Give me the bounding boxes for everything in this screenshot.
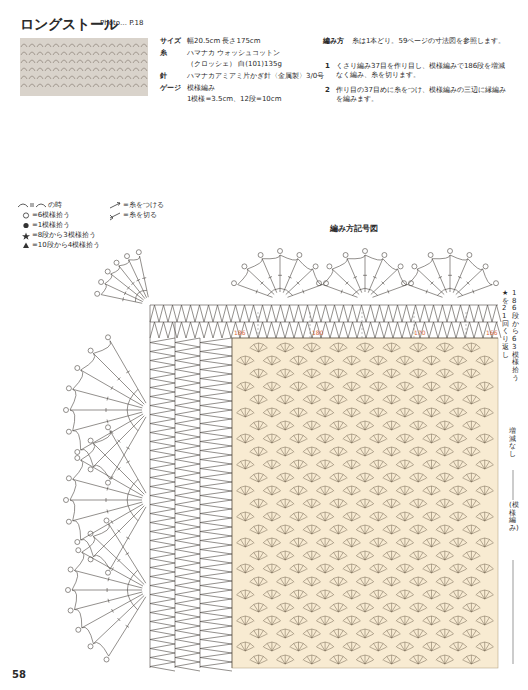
open-circle-symbol bbox=[23, 213, 28, 218]
page-number: 58 bbox=[12, 668, 26, 681]
spec-value: ハマナカ ウォッシュコットン bbox=[187, 49, 280, 58]
row-number: 180 bbox=[312, 329, 323, 337]
method-key: 編み方 bbox=[323, 37, 344, 46]
edging-stitches bbox=[64, 249, 502, 672]
legend-text: =10段から4模様拾う bbox=[32, 241, 100, 250]
step-text: くさり編み37目を作り目し、模様編みで186段を増減なく編み、糸を切ります。 bbox=[336, 62, 508, 80]
row-number: 166 bbox=[486, 329, 497, 337]
spec-value: ハマナカアミアミ片かぎ針〈金属製〉3/0号 bbox=[187, 72, 324, 81]
legend-text: の時 bbox=[48, 201, 62, 210]
chain-arc-symbol bbox=[18, 204, 46, 207]
bracket-line bbox=[513, 470, 514, 664]
yarn-cut-symbol bbox=[110, 213, 120, 220]
step-number: 1 bbox=[325, 62, 330, 71]
spec-key: ゲージ bbox=[160, 84, 181, 93]
spec-key: サイズ bbox=[160, 37, 181, 46]
star-symbol bbox=[22, 233, 30, 240]
pattern-area bbox=[232, 338, 498, 668]
step-number: 2 bbox=[325, 86, 330, 95]
chart-title: 編み方記号図 bbox=[330, 224, 378, 234]
stole-photo-texture bbox=[21, 44, 147, 87]
legend-text: =糸を切る bbox=[123, 211, 157, 220]
filled-circle-symbol bbox=[23, 223, 28, 228]
method-note: 糸は1本どり。59ページの寸法図を参照します。 bbox=[352, 37, 512, 46]
spec-value: （クロッシェ） 白(101)135g bbox=[187, 60, 282, 69]
spec-key: 糸 bbox=[160, 49, 167, 58]
legend-text: =8段から3模様拾う bbox=[32, 231, 96, 240]
spec-value: 幅20.5cm 長さ175cm bbox=[187, 37, 261, 46]
legend-text: =6模様拾う bbox=[32, 211, 70, 220]
repeat-note: 186段から63模様拾う bbox=[512, 290, 519, 382]
guide-lines bbox=[258, 312, 466, 338]
side-note: (模様編み) bbox=[509, 502, 516, 533]
spec-key: 針 bbox=[160, 72, 167, 81]
spec-value: 1模様=3.5cm、12段=10cm bbox=[187, 95, 281, 104]
spec-value: 模様編み bbox=[187, 84, 215, 93]
side-note: 増減なし bbox=[509, 428, 516, 459]
row-number: 186 bbox=[234, 329, 245, 337]
yarn-join-symbol bbox=[110, 203, 120, 209]
legend-text: =1模様拾う bbox=[32, 221, 70, 230]
photo-ref: Photo… P.18 bbox=[100, 19, 143, 28]
shell-stitches bbox=[236, 343, 493, 664]
stole-photo bbox=[20, 38, 148, 96]
step-text: 作り目の37目めに糸をつけ、模様編みの三辺に縁編みを編みます。 bbox=[336, 86, 508, 104]
triangle-symbol bbox=[23, 243, 29, 249]
row-number: 170 bbox=[414, 329, 425, 337]
repeat-note: ★を21回くり返し bbox=[502, 290, 509, 359]
legend-text: =糸をつける bbox=[123, 201, 164, 210]
